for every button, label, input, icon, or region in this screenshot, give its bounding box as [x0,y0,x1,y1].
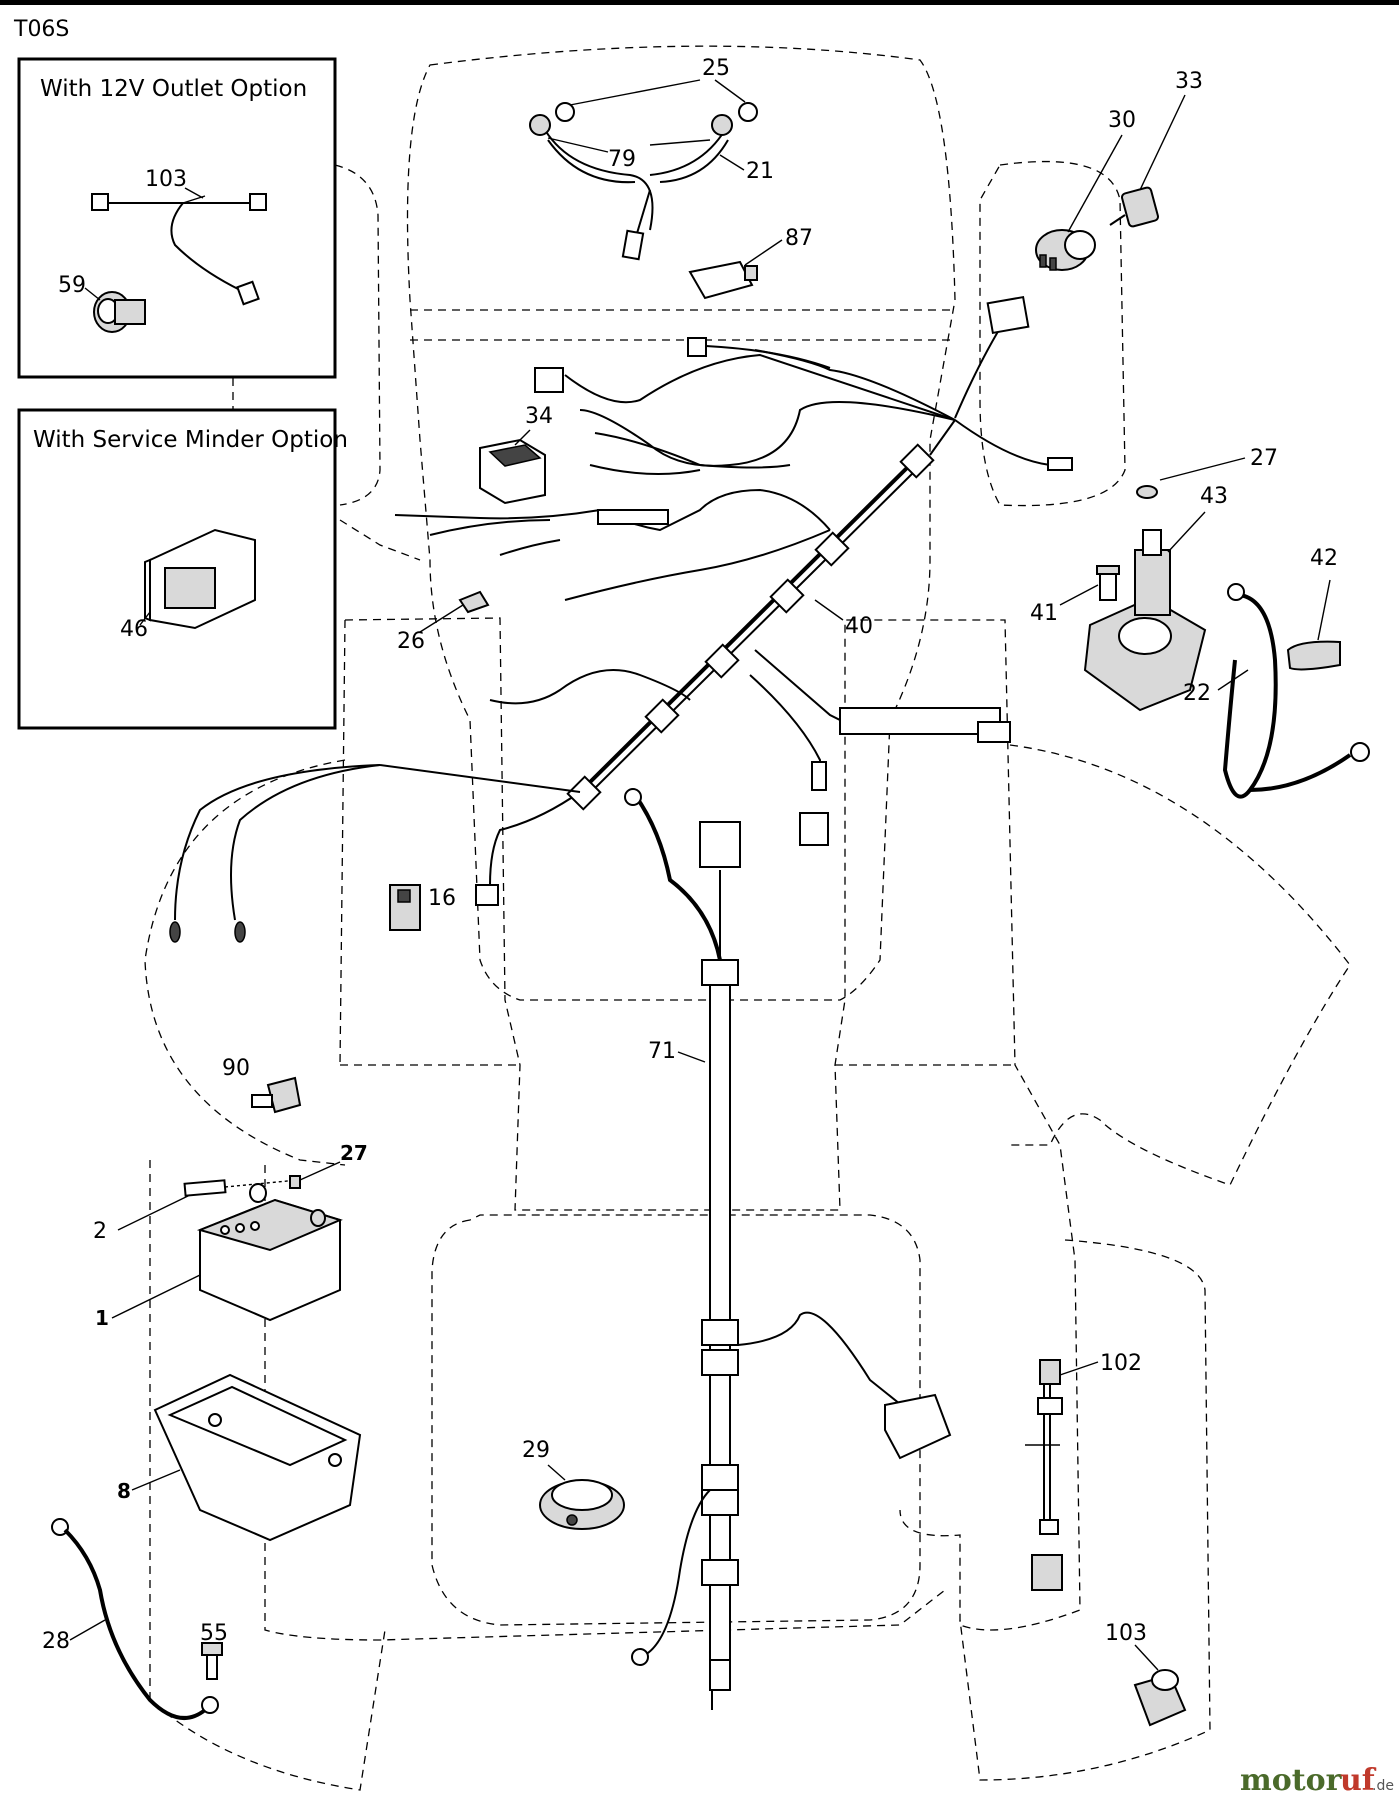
part-41-bolt [1096,565,1120,601]
part-42-boot [1286,640,1341,671]
label-102: 102 [1100,1351,1142,1376]
outlet-option-title: With 12V Outlet Option [40,76,307,102]
label-8: 8 [117,1479,131,1503]
label-42: 42 [1310,546,1338,571]
top-border [0,0,1399,5]
label-71: 71 [648,1039,676,1064]
frame-outlines [144,45,1351,1791]
service-minder-option-title: With Service Minder Option [33,427,348,453]
label-21: 21 [746,159,774,184]
part-28-cable [51,1518,219,1720]
label-79: 79 [608,147,636,172]
part-25-cable [1222,583,1370,799]
label-87: 87 [785,226,813,251]
part-30-ignition-switch [1035,229,1096,271]
service-minder-option-box: With Service Minder Option 46 [17,408,348,730]
part-2-bolt [183,1179,227,1197]
part-87-relay [688,260,758,300]
label-16: 16 [428,886,456,911]
part-33-key [1109,186,1159,228]
part-46-hour-meter [144,528,256,630]
label-43: 43 [1200,484,1228,509]
watermark-brand-b: uf [1340,1763,1377,1798]
label-33: 33 [1175,69,1203,94]
watermark-suffix: .de [1372,1778,1394,1794]
part-105-solenoid [1133,1669,1187,1727]
label-30: 30 [1108,108,1136,133]
part-27-nut-battery [289,1175,301,1189]
label-1: 1 [95,1306,109,1330]
label-90: 90 [222,1056,250,1081]
part-29-grommet [539,1479,625,1530]
label-34: 34 [525,404,553,429]
label-22: 25 [702,56,730,81]
part-26-fuse [458,590,490,614]
label-27-top: 27 [1250,446,1278,471]
label-27-battery: 27 [340,1141,368,1165]
label-26: 26 [397,629,425,654]
part-16-switch [389,884,421,931]
part-102-harness [1025,1359,1063,1591]
label-105: 103 [1105,1621,1147,1646]
label-103: 103 [145,167,187,192]
part-40-main-harness [169,295,1073,943]
part-1-battery [196,1183,343,1322]
part-8-battery-tray [153,1373,362,1542]
part-27-nut-top [1136,485,1158,499]
watermark-brand-a: motor [1240,1763,1343,1798]
label-29: 29 [522,1438,550,1463]
outlet-option-box: With 12V Outlet Option 103 59 [17,57,337,379]
part-55-bolt [201,1642,223,1680]
label-40: 40 [845,614,873,639]
diagram-code: T06S [13,17,69,42]
label-28: 28 [42,1629,70,1654]
watermark-logo: motor uf .de [1240,1763,1394,1798]
label-25: 22 [1183,681,1211,706]
part-59-outlet [93,291,146,333]
label-41: 41 [1030,601,1058,626]
part-43-solenoid [1083,529,1207,712]
label-59: 59 [58,273,86,298]
part-34-switch [479,438,546,505]
label-2: 2 [93,1219,107,1244]
part-90 [251,1076,302,1114]
part-21-headlight-harness [529,102,758,261]
label-55: 55 [200,1621,228,1646]
part-71-harness [624,788,952,1710]
